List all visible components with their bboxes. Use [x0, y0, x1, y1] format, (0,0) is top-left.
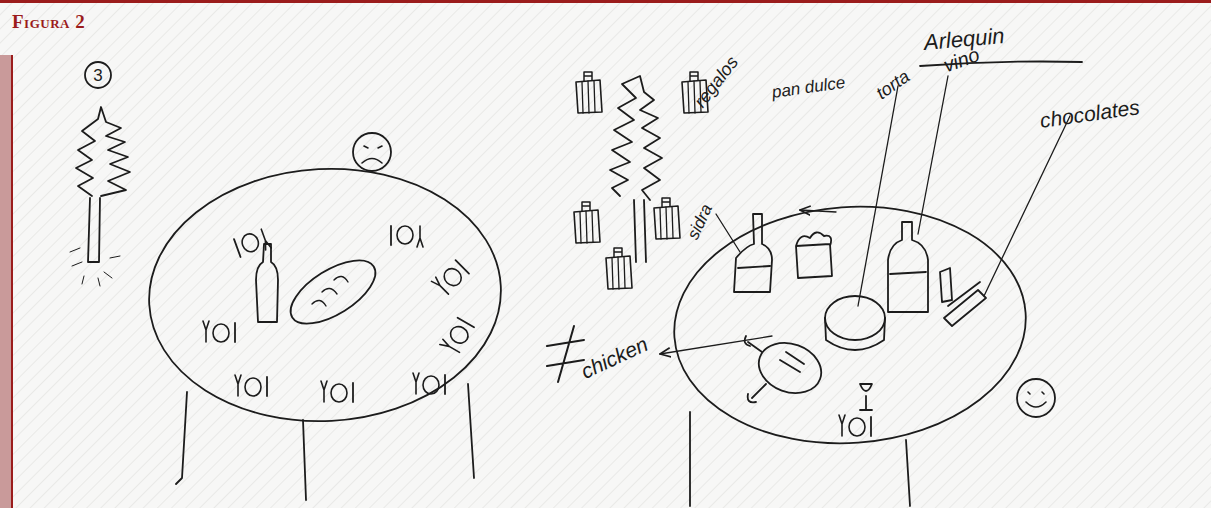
place-setting: [413, 373, 445, 394]
handwritten-label: ≠: [542, 330, 543, 331]
place-setting: [440, 317, 474, 355]
not-equal-strokes: [547, 326, 584, 382]
happy-mouth: [1026, 392, 1046, 407]
handwritten-label: chocolates: [1039, 96, 1141, 131]
callout-number: 3: [84, 61, 112, 89]
callout-circle: 3: [84, 61, 112, 89]
table-top: [666, 195, 1034, 455]
leader-line: [716, 214, 740, 252]
gift-box: [654, 198, 680, 239]
sad-face: [353, 133, 391, 171]
place-setting: [321, 381, 353, 402]
wine-glass: [860, 384, 872, 410]
table-legs: [690, 412, 910, 506]
place-setting: [431, 259, 468, 296]
roast-chicken: [752, 335, 829, 402]
right-scene: [547, 62, 1082, 507]
chocolate-bars: [940, 268, 986, 326]
tree-foliage: [76, 107, 130, 196]
handwritten-label: sidra: [684, 202, 715, 243]
gift-box: [574, 202, 600, 243]
leader-line: [858, 86, 898, 306]
cider-bottle: [734, 214, 772, 292]
leader-line: [918, 76, 948, 234]
bread-loaf: [281, 248, 386, 336]
place-setting: [391, 226, 423, 247]
left-scene: [70, 107, 507, 500]
sad-mouth: [362, 146, 382, 163]
circle-outline: [85, 62, 111, 88]
table-legs: [176, 384, 474, 500]
chicken-legs: [745, 336, 804, 402]
table-top: [143, 160, 508, 430]
place-setting: [203, 321, 235, 342]
cake-top: [825, 296, 885, 340]
handwritten-label: regalos: [691, 53, 742, 111]
place-setting: [235, 375, 267, 396]
top-rule: [0, 0, 1211, 3]
side-band: [0, 55, 11, 508]
happy-face: [1017, 379, 1055, 417]
gift-box: [576, 72, 602, 113]
place-setting: [839, 415, 871, 436]
gift-box: [606, 248, 632, 289]
tree-trunk: [88, 198, 100, 262]
figure-title: Figura 2: [12, 12, 85, 31]
tree-glow: [70, 248, 120, 286]
side-rule: [11, 55, 13, 508]
small-tree-trunk: [634, 200, 646, 262]
small-tree: [610, 76, 662, 200]
wine-bottle: [888, 222, 928, 312]
cake-side: [825, 318, 885, 350]
leader-line: [984, 116, 1070, 296]
bread-scores: [312, 276, 348, 306]
handwritten-label: pan dulce: [771, 74, 846, 101]
handwritten-label: chicken: [578, 333, 651, 382]
handwritten-label: torta: [873, 67, 913, 102]
sweet-bread: [796, 232, 832, 278]
leader-arrow: [660, 336, 772, 354]
wine-bottle: [256, 244, 278, 322]
leader-line: [800, 210, 836, 212]
place-setting: [234, 228, 271, 259]
